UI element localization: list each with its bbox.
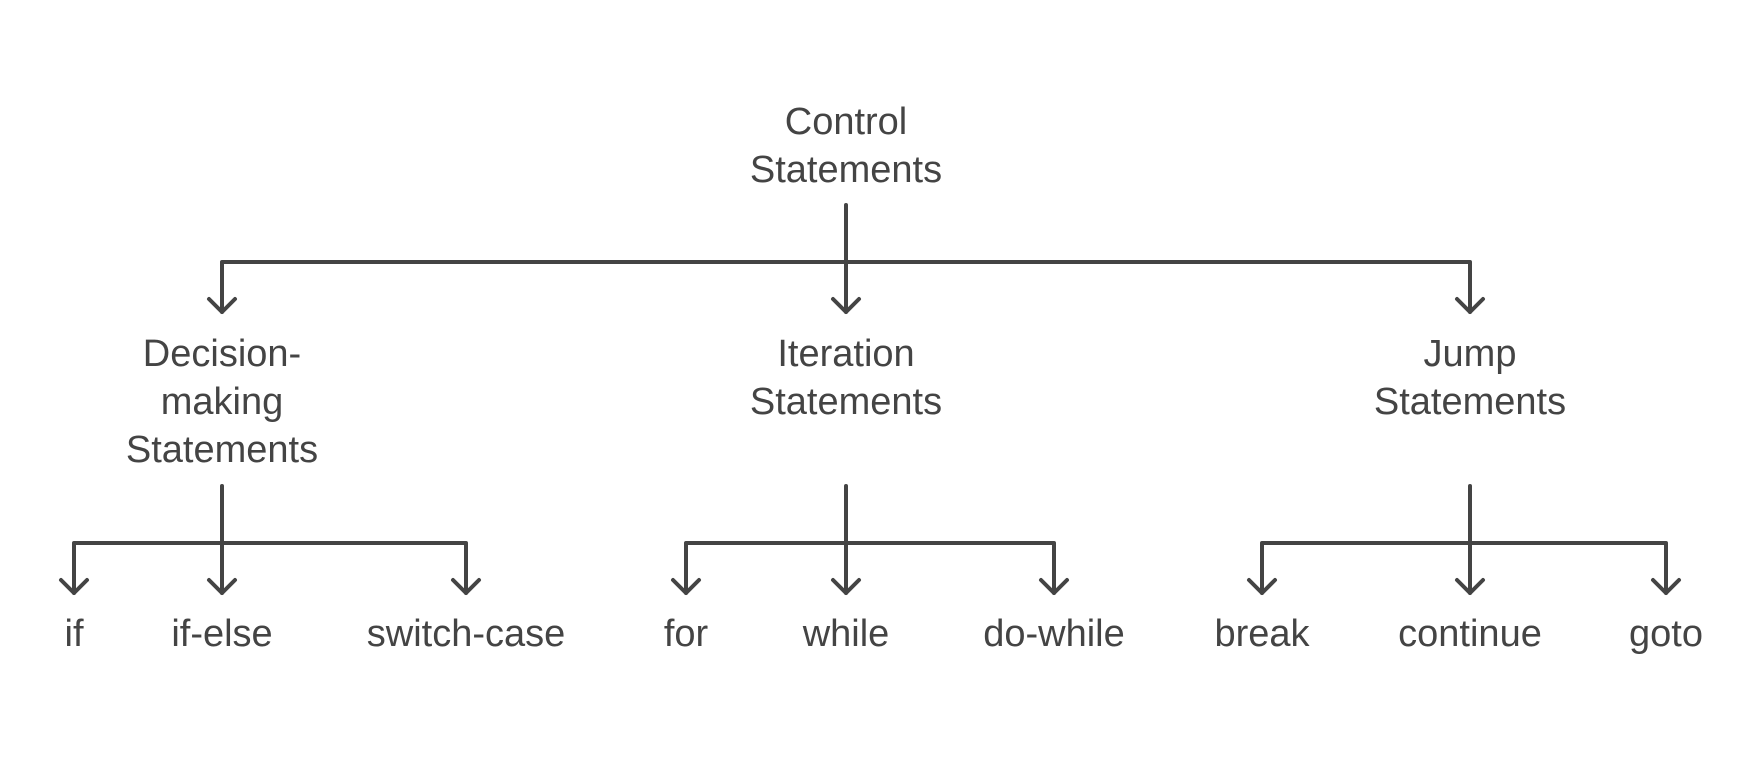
arrowhead-while bbox=[831, 578, 861, 595]
iteration-node-label: Iteration Statements bbox=[750, 330, 942, 426]
arrowhead-for bbox=[671, 578, 701, 595]
arrowhead-iteration bbox=[831, 297, 861, 314]
jump-label-line: Jump bbox=[1423, 333, 1517, 375]
leaf-switch-case: switch-case bbox=[366, 613, 566, 655]
decision-making-node-label: Decision- making Statements bbox=[126, 330, 318, 474]
jump-node-label: Jump Statements bbox=[1374, 330, 1566, 426]
decision-label-line: Statements bbox=[125, 429, 319, 471]
jump-label-line: Statements bbox=[1373, 381, 1567, 423]
leaf-goto: goto bbox=[1629, 613, 1703, 655]
leaf-while: while bbox=[802, 613, 890, 655]
leaf-do-while: do-while bbox=[983, 613, 1125, 655]
decision-bus bbox=[72, 541, 468, 595]
iteration-bus bbox=[684, 541, 1056, 595]
arrowhead-decision bbox=[207, 297, 237, 314]
leaf-if-else: if-else bbox=[171, 613, 273, 655]
iteration-label-line: Statements bbox=[749, 381, 943, 423]
root-label-line: Control bbox=[784, 101, 908, 143]
arrowhead-dowhile bbox=[1039, 578, 1069, 595]
arrowhead-switch bbox=[451, 578, 481, 595]
jump-bus bbox=[1260, 541, 1668, 595]
iteration-label-line: Iteration bbox=[777, 333, 915, 375]
decision-label-line: making bbox=[160, 381, 284, 423]
decision-label-line: Decision- bbox=[142, 333, 302, 375]
leaf-continue: continue bbox=[1398, 613, 1542, 655]
root-node-label: Control Statements bbox=[750, 98, 942, 194]
arrowhead-jump bbox=[1455, 297, 1485, 314]
arrowhead-goto bbox=[1651, 578, 1681, 595]
arrowhead-continue bbox=[1455, 578, 1485, 595]
leaf-if: if bbox=[64, 613, 84, 655]
root-label-line: Statements bbox=[749, 149, 943, 191]
arrowhead-break bbox=[1247, 578, 1277, 595]
leaf-break: break bbox=[1214, 613, 1310, 655]
arrowhead-ifelse bbox=[207, 578, 237, 595]
arrowhead-if bbox=[59, 578, 89, 595]
leaf-for: for bbox=[663, 613, 709, 655]
